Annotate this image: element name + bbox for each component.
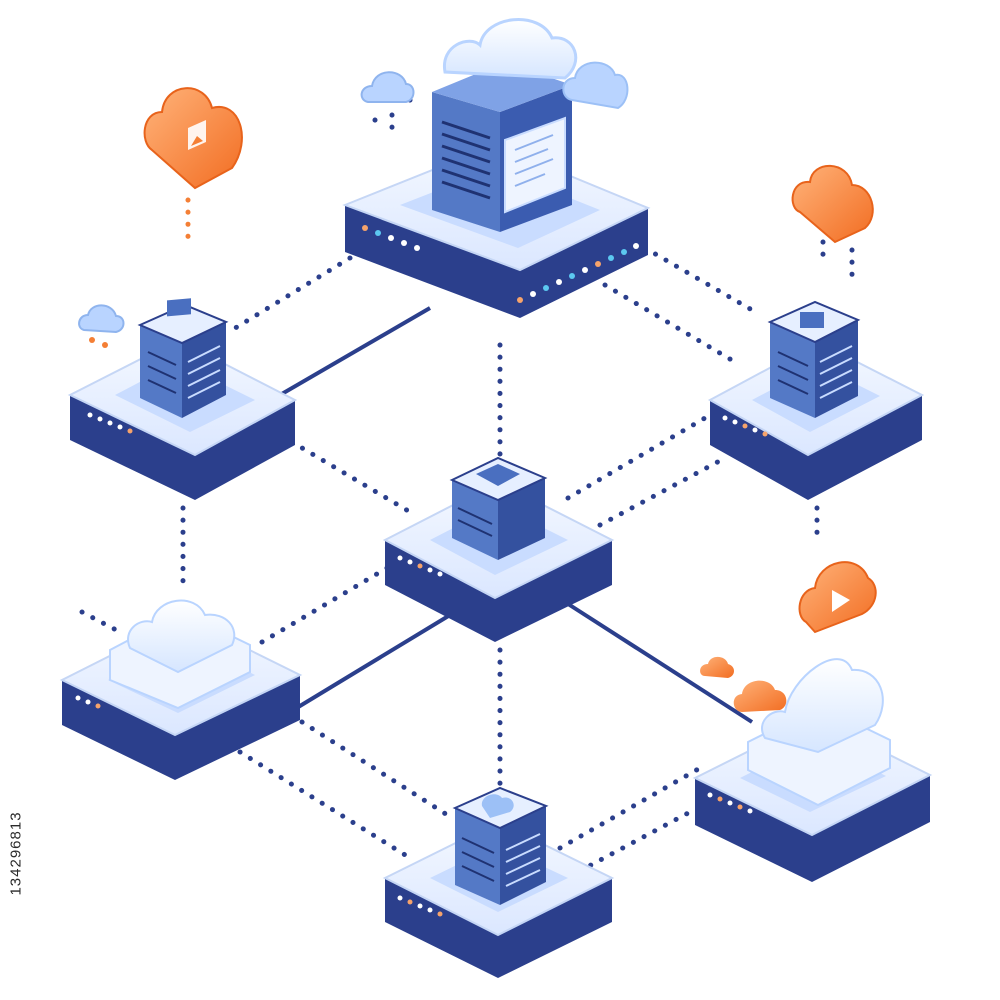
link-solid [288, 610, 457, 714]
node-center [382, 456, 615, 642]
cloud-icon [747, 658, 891, 807]
cloud-icon [109, 599, 251, 710]
node-rack-bottom [382, 786, 615, 978]
node-cloud-left [59, 599, 303, 780]
server-rack-icon [432, 62, 572, 232]
cloud-icon [791, 164, 874, 244]
server-rack-icon [452, 786, 549, 905]
cloud-icon [562, 61, 629, 110]
status-leds [362, 225, 639, 303]
link-dotted [602, 282, 738, 365]
link-dotted [289, 439, 413, 515]
link-solid [563, 600, 754, 724]
document-panel [504, 116, 566, 214]
cloud-icon [700, 656, 787, 712]
link-dotted [229, 255, 353, 333]
link-dotted [237, 749, 413, 861]
link-dotted [642, 245, 755, 313]
link-dotted [565, 415, 708, 501]
link-dotted [597, 455, 728, 528]
cloud-image-icon [143, 87, 243, 190]
link-dotted [259, 562, 395, 645]
server-rack-icon [767, 300, 861, 418]
stock-id-text: 134296813 [7, 810, 25, 896]
node-main-server [342, 18, 651, 318]
cloud-icon [443, 18, 578, 80]
link-dotted [557, 765, 703, 851]
stock-id-watermark: 134296813 [3, 758, 29, 948]
link-dotted [79, 609, 123, 635]
node-cloud-right [692, 656, 933, 882]
cloud-icon [78, 304, 125, 334]
cloud-play-icon [798, 561, 877, 634]
cloud-icon [360, 71, 415, 103]
node-rack-right [707, 300, 925, 500]
server-rack-icon [137, 298, 229, 418]
server-rack-icon [449, 456, 548, 560]
link-dotted [545, 809, 693, 891]
connections [79, 97, 855, 891]
link-solid [278, 306, 432, 397]
node-rack-left [67, 298, 298, 500]
